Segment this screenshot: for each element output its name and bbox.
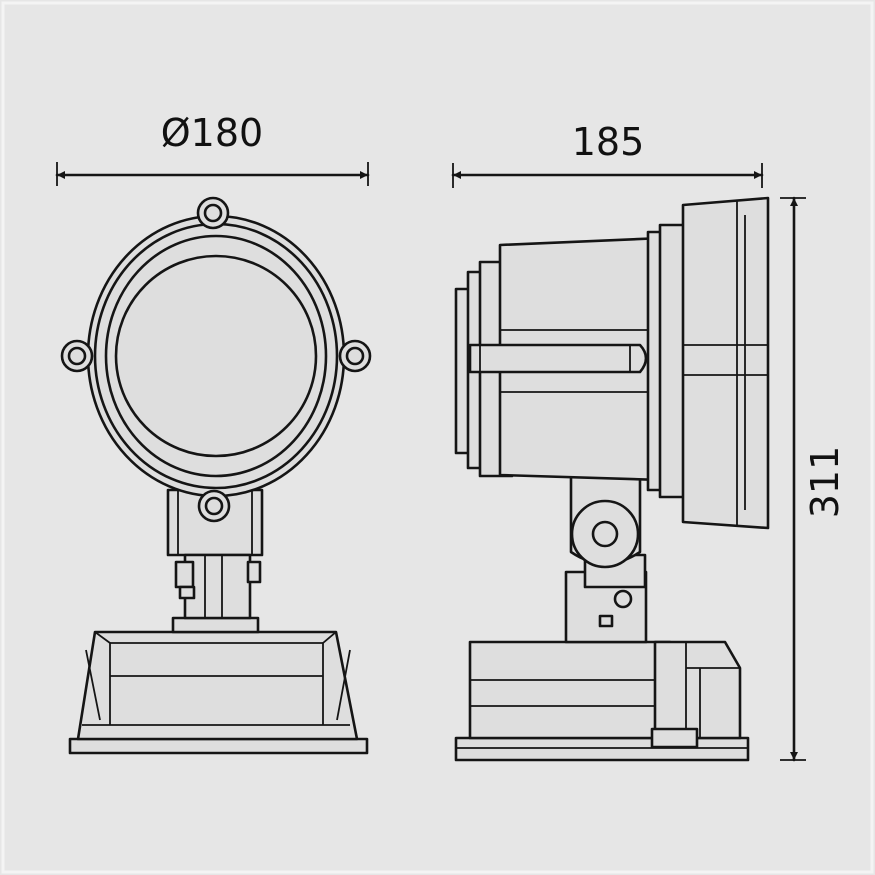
side-base (454, 640, 750, 762)
front-lamp-head (60, 196, 372, 523)
diameter-label: Ø180 (161, 111, 263, 155)
side-lamp-body (454, 196, 770, 530)
depth-label: 185 (572, 120, 645, 164)
depth-dimension: 185 (451, 120, 764, 188)
side-view: 185 311 (451, 120, 847, 762)
front-stem (166, 488, 264, 620)
height-label: 311 (803, 446, 847, 519)
height-dimension: 311 (780, 196, 847, 762)
front-base (68, 616, 369, 755)
diameter-dimension: Ø180 (55, 111, 370, 186)
front-view: Ø180 (55, 111, 372, 755)
side-bracket (564, 465, 648, 644)
